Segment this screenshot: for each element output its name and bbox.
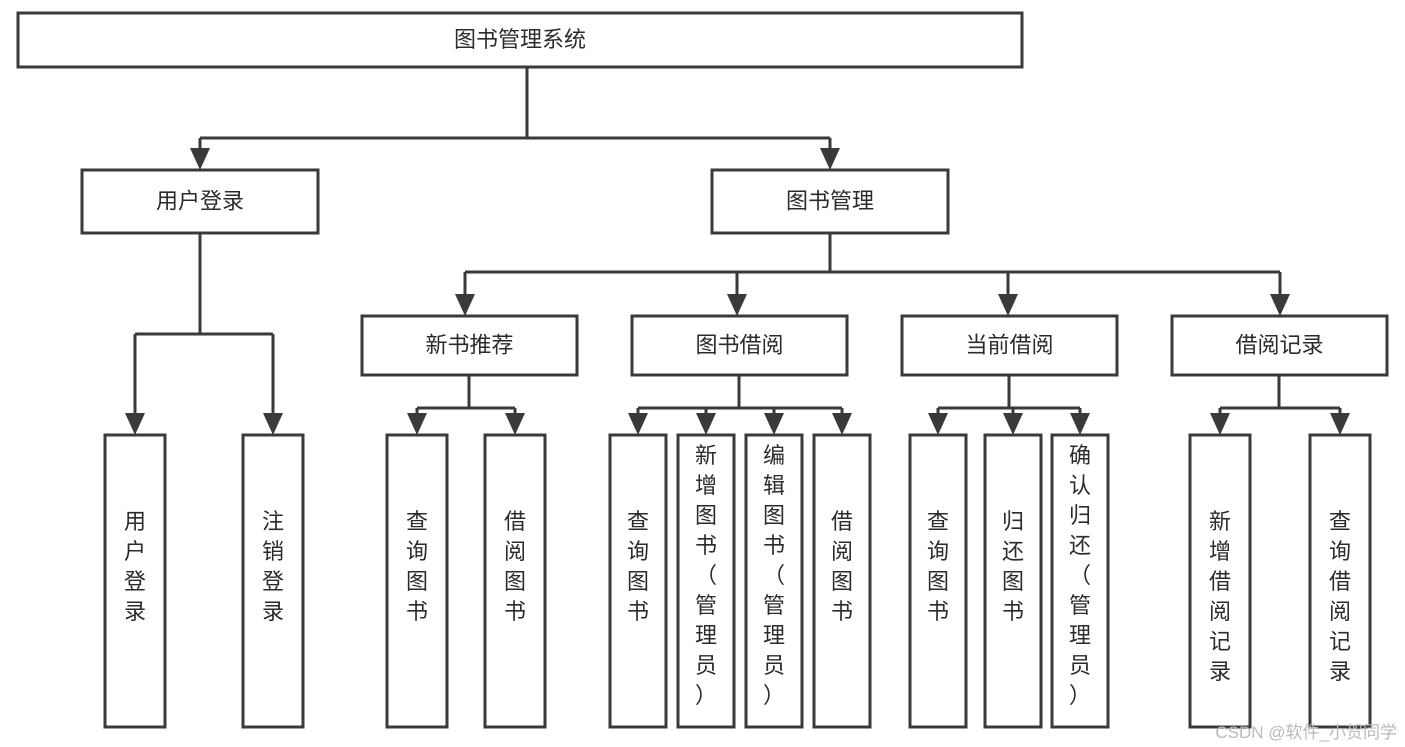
leaf-node-3[interactable]: 查询图书 <box>385 433 449 729</box>
connector-current-to-leaves <box>928 375 1090 435</box>
level3-node-3[interactable]: 当前借阅 <box>900 314 1119 377</box>
leaf-node-4[interactable]: 借阅图书 <box>483 433 547 729</box>
leaf-node-1-label: 用户登录 <box>124 509 146 624</box>
leaf-node-10-box[interactable] <box>983 433 1043 729</box>
leaf-node-8[interactable]: 借阅图书 <box>812 433 872 729</box>
leaf-node-11-box[interactable] <box>1050 433 1110 729</box>
leaf-node-12[interactable]: 新增借阅记录 <box>1188 433 1252 729</box>
leaf-node-1[interactable]: 用户登录 <box>103 433 167 729</box>
connector-bookmgmt-to-level3 <box>455 233 1290 316</box>
leaf-node-6-label: 新增图书（管理员） <box>695 443 717 708</box>
leaf-node-5[interactable]: 查询图书 <box>608 433 668 729</box>
leaf-node-10[interactable]: 归还图书 <box>983 433 1043 729</box>
leaf-node-5-box[interactable] <box>608 433 668 729</box>
level2-node-2-box[interactable] <box>710 168 950 235</box>
leaf-node-12-label: 新增借阅记录 <box>1209 509 1231 684</box>
level3-node-1-label: 新书推荐 <box>425 332 513 357</box>
leaf-node-11-label: 确认归还（管理员） <box>1069 443 1091 708</box>
connector-borrow-to-leaves <box>628 375 852 435</box>
connector-layer <box>125 67 1350 435</box>
connector-userlogin-to-leaves <box>125 233 283 435</box>
level2-node-2[interactable]: 图书管理 <box>710 168 950 235</box>
level3-node-2-box[interactable] <box>630 314 849 377</box>
leaf-node-6[interactable]: 新增图书（管理员） <box>676 433 736 729</box>
leaf-node-2-box[interactable] <box>241 433 305 729</box>
level3-node-3-box[interactable] <box>900 314 1119 377</box>
leaf-node-10-label: 归还图书 <box>1002 509 1024 624</box>
level3-node-2-label: 图书借阅 <box>695 332 783 357</box>
leaf-node-3-box[interactable] <box>385 433 449 729</box>
level3-node-3-label: 当前借阅 <box>965 332 1053 357</box>
level2-node-1-label: 用户登录 <box>156 188 244 213</box>
leaf-node-13-box[interactable] <box>1308 433 1372 729</box>
leaf-node-2-label: 注销登录 <box>262 509 284 624</box>
connector-records-to-leaves <box>1210 375 1350 435</box>
level3-node-2[interactable]: 图书借阅 <box>630 314 849 377</box>
leaf-node-5-label: 查询图书 <box>627 509 649 624</box>
leaf-node-4-label: 借阅图书 <box>504 509 526 624</box>
connector-newbook-to-leaves <box>407 375 525 435</box>
connector-root-to-level2 <box>190 67 840 170</box>
level3-node-4-box[interactable] <box>1170 314 1389 377</box>
root-node-book-management-system-box[interactable] <box>16 11 1024 69</box>
leaf-node-6-box[interactable] <box>676 433 736 729</box>
level2-node-1[interactable]: 用户登录 <box>80 168 320 235</box>
leaf-node-13[interactable]: 查询借阅记录 <box>1308 433 1372 729</box>
leaf-node-8-label: 借阅图书 <box>831 509 853 624</box>
leaf-node-7-box[interactable] <box>744 433 804 729</box>
leaf-node-1-box[interactable] <box>103 433 167 729</box>
leaf-node-9-box[interactable] <box>908 433 968 729</box>
leaf-node-7[interactable]: 编辑图书（管理员） <box>744 433 804 729</box>
node-layer: 图书管理系统用户登录图书管理新书推荐图书借阅当前借阅借阅记录用户登录注销登录查询… <box>16 11 1389 729</box>
leaf-node-12-box[interactable] <box>1188 433 1252 729</box>
leaf-node-8-box[interactable] <box>812 433 872 729</box>
level3-node-1[interactable]: 新书推荐 <box>360 314 579 377</box>
leaf-node-7-label: 编辑图书（管理员） <box>763 443 785 708</box>
leaf-node-13-label: 查询借阅记录 <box>1329 509 1351 684</box>
leaf-node-2[interactable]: 注销登录 <box>241 433 305 729</box>
leaf-node-3-label: 查询图书 <box>406 509 428 624</box>
leaf-node-4-box[interactable] <box>483 433 547 729</box>
level2-node-2-label: 图书管理 <box>786 188 874 213</box>
level3-node-4-label: 借阅记录 <box>1235 332 1323 357</box>
level3-node-4[interactable]: 借阅记录 <box>1170 314 1389 377</box>
leaf-node-9-label: 查询图书 <box>927 509 949 624</box>
root-node-book-management-system[interactable]: 图书管理系统 <box>16 11 1024 69</box>
leaf-node-9[interactable]: 查询图书 <box>908 433 968 729</box>
leaf-node-11[interactable]: 确认归还（管理员） <box>1050 433 1110 729</box>
level2-node-1-box[interactable] <box>80 168 320 235</box>
root-node-book-management-system-label: 图书管理系统 <box>454 27 586 52</box>
level3-node-1-box[interactable] <box>360 314 579 377</box>
